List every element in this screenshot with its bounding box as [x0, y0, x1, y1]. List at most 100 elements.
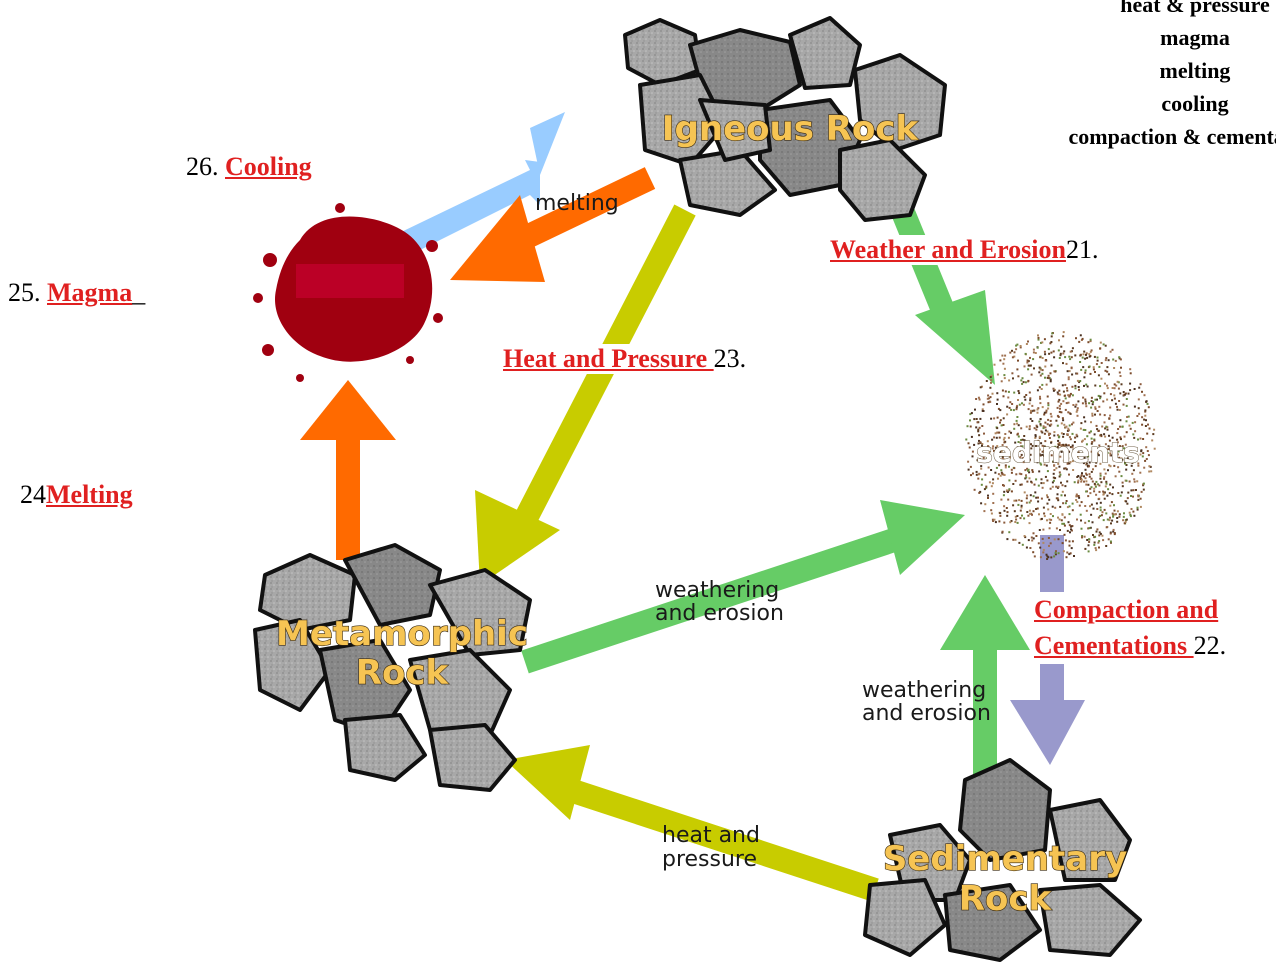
sediment-speck — [997, 457, 1000, 460]
sediment-speck — [981, 385, 983, 388]
sediment-speck — [1090, 442, 1093, 445]
sediment-speck — [1086, 458, 1089, 461]
sediment-speck — [974, 408, 976, 411]
sediment-speck — [1066, 389, 1069, 392]
sediment-speck — [994, 432, 997, 435]
sediment-speck — [1032, 495, 1035, 498]
sediment-speck — [1027, 340, 1029, 343]
sediment-speck — [1002, 438, 1005, 441]
sediment-speck — [1122, 391, 1125, 393]
sediment-speck — [1099, 347, 1102, 350]
sediment-speck — [1080, 339, 1083, 341]
sediment-speck — [1105, 425, 1108, 428]
sediment-speck — [977, 451, 980, 454]
sediment-speck — [1118, 470, 1121, 473]
sediment-speck — [1062, 362, 1064, 365]
sediment-speck — [1092, 368, 1095, 371]
sediment-speck — [969, 413, 972, 416]
sediment-speck — [1011, 356, 1014, 359]
sediment-speck — [1071, 373, 1074, 376]
sediment-speck — [1136, 508, 1139, 511]
sediment-speck — [993, 449, 995, 452]
sediment-speck — [1085, 473, 1088, 476]
sediment-speck — [990, 485, 993, 488]
sediment-speck — [1043, 454, 1045, 457]
sediment-speck — [975, 470, 978, 473]
sediment-speck — [1012, 409, 1015, 412]
sediment-speck — [1098, 534, 1101, 537]
sediment-speck — [998, 464, 1001, 467]
sediment-speck — [1112, 358, 1115, 361]
sediment-speck — [1036, 411, 1039, 414]
sediment-speck — [1058, 404, 1061, 407]
sediment-speck — [1113, 397, 1116, 400]
sediment-speck — [1042, 528, 1045, 531]
sediment-speck — [1104, 382, 1106, 385]
word-bank-item: cooling — [1161, 91, 1229, 116]
sediment-speck — [1041, 453, 1044, 456]
sediment-speck — [1049, 542, 1052, 545]
sediment-speck — [1068, 424, 1071, 427]
sediment-speck — [971, 455, 974, 458]
sediment-speck — [1021, 445, 1024, 448]
sediment-speck — [1126, 457, 1129, 460]
sediment-speck — [1099, 395, 1102, 398]
sediment-speck — [989, 376, 992, 379]
sediment-speck — [1115, 384, 1118, 387]
sediment-speck — [1030, 409, 1032, 412]
sediment-speck — [1083, 350, 1086, 353]
sediment-speck — [1129, 448, 1132, 451]
sediment-speck — [1058, 443, 1061, 446]
sediment-speck — [1038, 371, 1041, 374]
sediment-speck — [1084, 402, 1087, 405]
sediment-speck — [1091, 480, 1094, 483]
sediment-speck — [1071, 385, 1074, 388]
sediment-speck — [1042, 506, 1045, 509]
sediment-speck — [996, 403, 998, 405]
sediment-speck — [1107, 445, 1110, 448]
sediment-speck — [1129, 382, 1132, 385]
sediment-speck — [1091, 414, 1094, 417]
sediment-speck — [1054, 370, 1057, 373]
sediment-speck — [999, 421, 1001, 424]
sediment-speck — [1099, 385, 1102, 388]
sediment-speck — [985, 380, 988, 382]
sediment-speck — [1041, 341, 1044, 344]
sediment-speck — [1137, 498, 1140, 501]
sediment-speck — [1033, 427, 1036, 430]
sediment-speck — [990, 379, 993, 382]
sediment-speck — [1002, 395, 1005, 398]
answer-21: Weather and Erosion21. — [830, 235, 1103, 265]
sediment-speck — [994, 471, 997, 474]
sediment-speck — [981, 425, 984, 427]
sediment-speck — [1026, 467, 1029, 470]
sediment-speck — [1075, 410, 1078, 413]
sediment-speck — [1063, 423, 1066, 426]
sediment-speck — [1066, 459, 1069, 461]
sediment-speck — [1059, 354, 1062, 357]
sediment-speck — [1037, 446, 1040, 449]
sediment-speck — [1051, 332, 1054, 335]
sediment-speck — [992, 520, 995, 522]
sediment-speck — [1061, 542, 1064, 545]
sediment-speck — [1137, 398, 1140, 401]
sediment-speck — [1146, 402, 1149, 405]
sediment-speck — [1007, 436, 1010, 439]
sediment-speck — [1038, 436, 1041, 439]
sediment-speck — [1080, 480, 1083, 483]
sediment-speck — [1058, 389, 1061, 392]
sediment-speck — [1099, 474, 1102, 477]
sediment-speck — [1020, 473, 1023, 476]
sediment-speck — [1068, 513, 1071, 516]
sediment-speck — [1107, 488, 1110, 491]
sediment-speck — [1098, 405, 1101, 408]
sediment-speck — [1153, 447, 1156, 450]
sediment-speck — [1148, 427, 1151, 430]
sediment-speck — [1044, 440, 1047, 443]
sediment-speck — [1087, 483, 1090, 486]
sediment-speck — [1061, 384, 1064, 387]
sediment-speck — [1049, 412, 1052, 415]
weathering-arrow-sedimentary — [940, 575, 1030, 790]
sediment-speck — [1089, 487, 1092, 490]
sediment-speck — [1095, 549, 1098, 552]
